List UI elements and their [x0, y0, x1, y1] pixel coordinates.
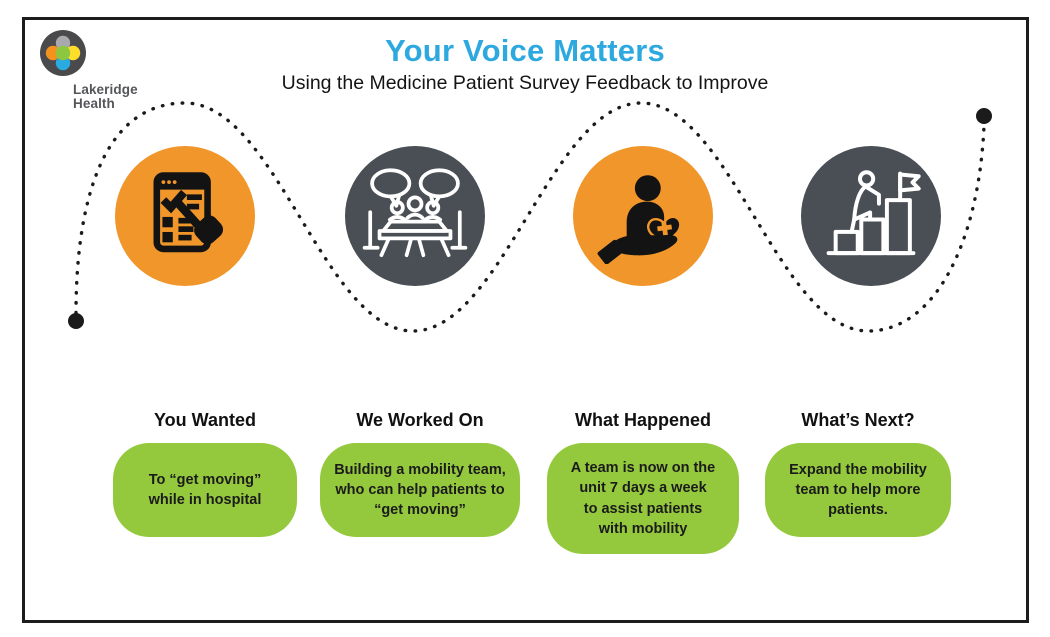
- step-heading: What Happened: [574, 410, 711, 430]
- logo-text-line1: Lakeridge: [73, 82, 138, 97]
- logo-text: Lakeridge Health: [73, 83, 138, 111]
- goal-achievement-icon: [826, 170, 921, 256]
- step-heading: What’s Next?: [801, 410, 915, 430]
- patient-care-icon: [597, 175, 682, 264]
- step-heading: You Wanted: [154, 410, 256, 430]
- step-column-we-worked-on: We Worked On Building a mobility team, w…: [314, 410, 526, 537]
- path-end-dot: [976, 108, 992, 124]
- step-card: A team is now on the unit 7 days a week …: [547, 443, 739, 555]
- path-start-dot: [68, 313, 84, 329]
- step-column-you-wanted: You Wanted To “get moving” while in hosp…: [99, 410, 311, 537]
- team-meeting-icon: [362, 168, 468, 258]
- page-title: Your Voice Matters: [385, 33, 665, 68]
- step-card: To “get moving” while in hospital: [113, 443, 297, 537]
- step-circle-you-wanted: [115, 146, 255, 286]
- survey-checklist-icon: [153, 172, 224, 253]
- step-circle-what-happened: [573, 146, 713, 286]
- lakeridge-health-logo: Lakeridge Health: [40, 29, 138, 110]
- step-card: Building a mobility team, who can help p…: [320, 443, 520, 537]
- lakeridge-logo-mark: [40, 30, 86, 76]
- step-column-what-happened: What Happened A team is now on the unit …: [537, 410, 749, 555]
- step-heading: We Worked On: [356, 410, 484, 430]
- logo-text-line2: Health: [73, 95, 115, 111]
- step-circle-we-worked-on: [345, 146, 485, 286]
- page-subtitle: Using the Medicine Patient Survey Feedba…: [281, 72, 769, 94]
- step-column-whats-next: What’s Next? Expand the mobility team to…: [752, 410, 964, 537]
- step-circle-whats-next: [801, 146, 941, 286]
- step-card: Expand the mobility team to help more pa…: [765, 443, 951, 537]
